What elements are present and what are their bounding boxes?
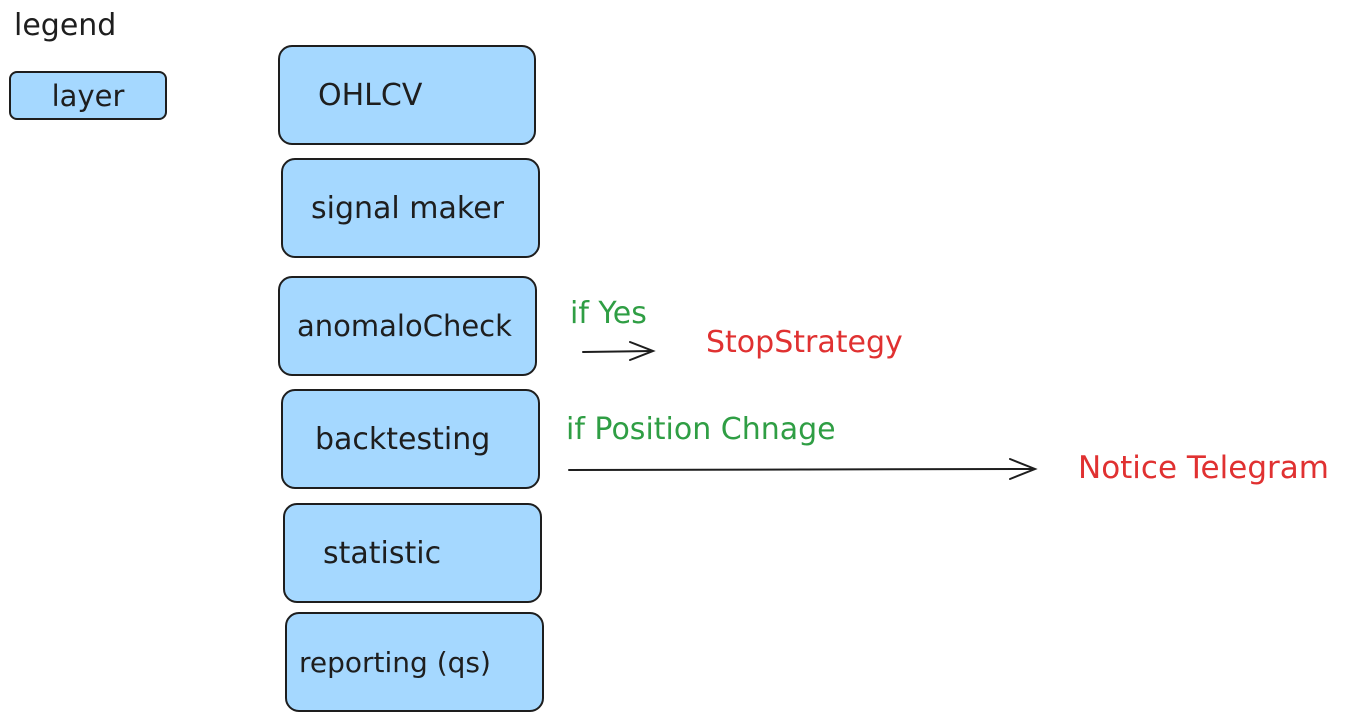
legend-layer-swatch: layer xyxy=(9,71,167,120)
notice-telegram-arrow[interactable] xyxy=(568,458,1038,480)
layer-label: signal maker xyxy=(311,190,504,226)
layer-label: backtesting xyxy=(315,421,491,457)
condition-if-yes: if Yes xyxy=(570,296,647,331)
legend-title: legend xyxy=(14,8,117,43)
layer-reporting[interactable]: reporting (qs) xyxy=(285,612,544,712)
target-notice-telegram: Notice Telegram xyxy=(1078,450,1329,486)
layer-anomalo-check[interactable]: anomaloCheck xyxy=(278,276,537,376)
layer-label: reporting (qs) xyxy=(299,645,491,679)
stop-strategy-arrow[interactable] xyxy=(582,341,656,361)
condition-if-position-change: if Position Chnage xyxy=(566,412,836,447)
layer-label: OHLCV xyxy=(318,77,423,113)
layer-backtesting[interactable]: backtesting xyxy=(281,389,540,489)
layer-label: statistic xyxy=(323,535,442,571)
layer-signal-maker[interactable]: signal maker xyxy=(281,158,540,258)
layer-ohlcv[interactable]: OHLCV xyxy=(278,45,536,145)
layer-label: anomaloCheck xyxy=(297,309,512,343)
target-stop-strategy: StopStrategy xyxy=(706,325,903,360)
layer-statistic[interactable]: statistic xyxy=(283,503,542,603)
legend-layer-label: layer xyxy=(51,78,125,113)
